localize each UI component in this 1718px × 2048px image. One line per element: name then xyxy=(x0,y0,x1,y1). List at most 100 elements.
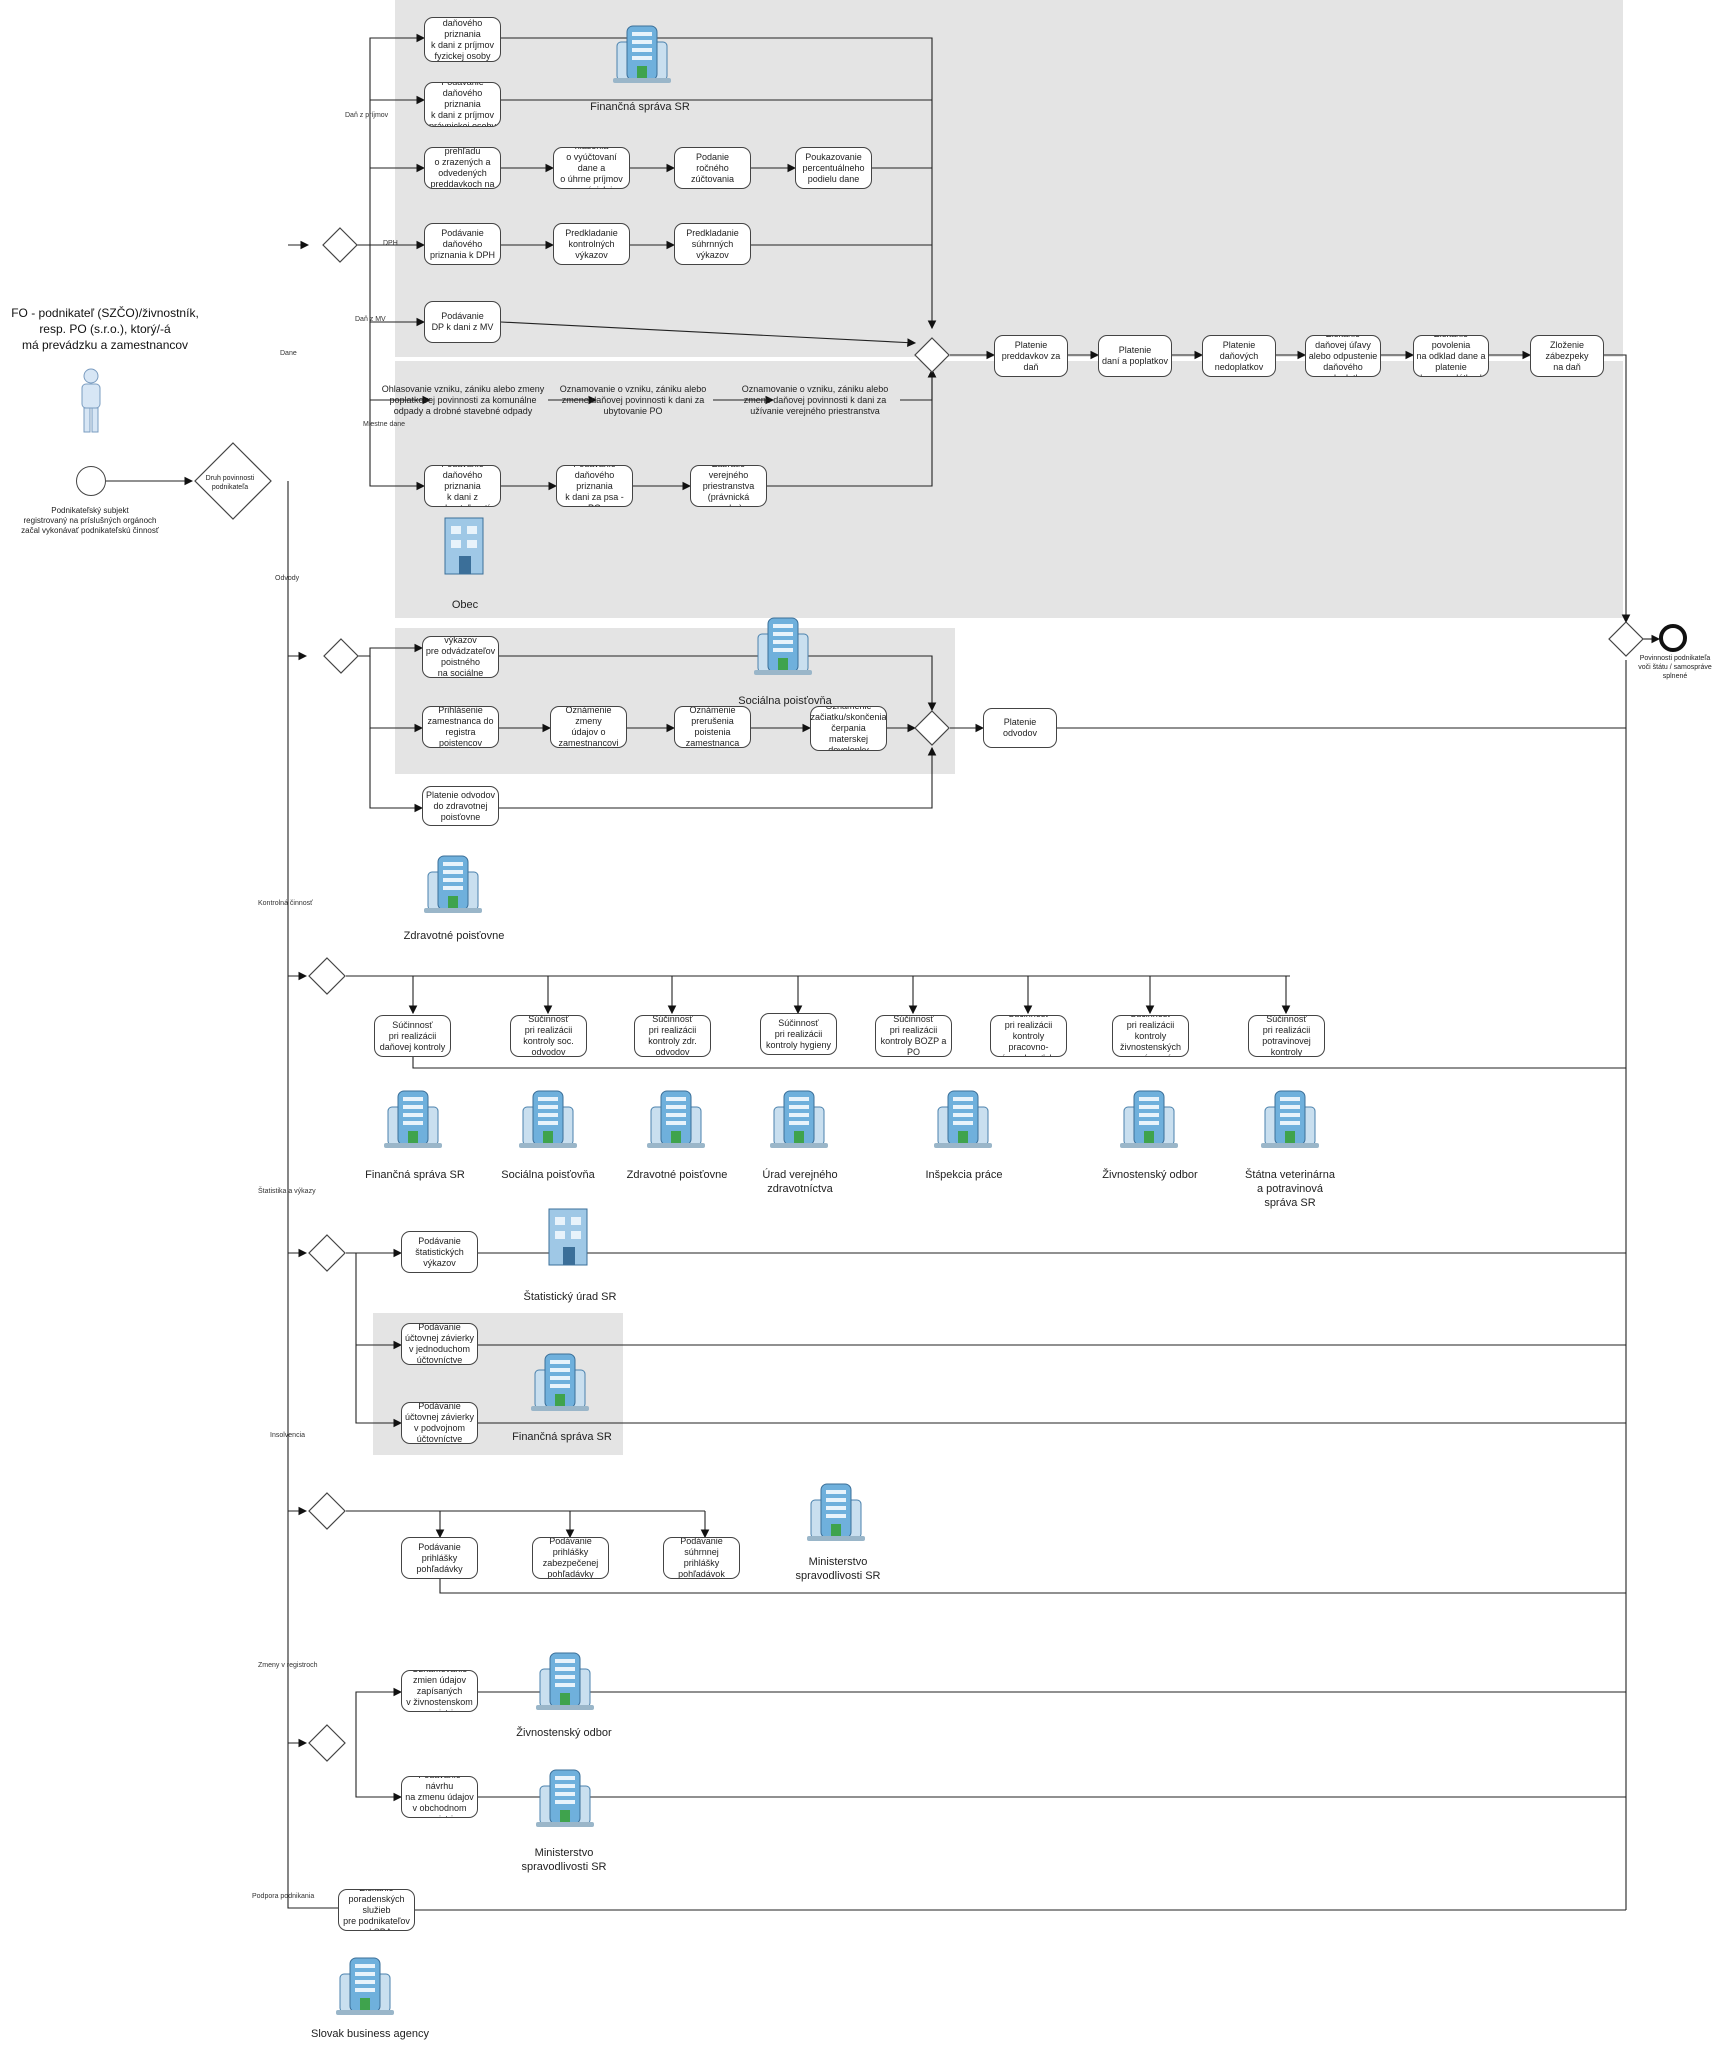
task-sucinnost-bozp[interactable]: Súčinnosť pri realizácii kontroly BOZP a… xyxy=(875,1015,952,1057)
gateway-dane-join[interactable] xyxy=(914,337,950,373)
task-sucinnost-soc-odvody[interactable]: Súčinnosť pri realizácii kontroly soc. o… xyxy=(510,1015,587,1057)
office-building-icon xyxy=(530,1764,600,1834)
task-statisticke-vykazy[interactable]: Podávanie štatistických výkazov xyxy=(401,1231,478,1273)
task-percentualny-podiel[interactable]: Poukazovanie percentuálneho podielu dane xyxy=(795,147,872,189)
office-building-icon xyxy=(607,20,677,90)
task-rocne-zuctovanie[interactable]: Podanie ročného zúčtovania xyxy=(674,147,751,189)
main-gateway-label: Druh povinnosti podnikateľa xyxy=(205,475,255,491)
org-label-ministerstvo-1: Ministerstvo spravodlivosti SR xyxy=(795,1556,881,1582)
gateway-statistika[interactable] xyxy=(308,1234,346,1272)
municipal-building-icon xyxy=(431,512,501,582)
gateway-zmeny[interactable] xyxy=(308,1724,346,1762)
task-dp-po[interactable]: Podávanie daňového priznania k dani z pr… xyxy=(424,82,501,127)
task-zavierka-jednoduche[interactable]: Podávanie účtovnej závierky v jednoducho… xyxy=(401,1323,478,1365)
task-dp-nehnutelnosti[interactable]: Podávanie daňového priznania k dani z ne… xyxy=(424,465,501,507)
sequence-flow xyxy=(412,1057,1626,1069)
task-zivnostensky-register[interactable]: Oznamovanie zmien údajov zapísaných v ži… xyxy=(401,1670,478,1712)
task-prihlaska-pohladavky[interactable]: Podávanie prihlášky pohľadávky xyxy=(401,1537,478,1579)
task-zmena-udajov-zamestnanca[interactable]: Oznámenie zmeny údajov o zamestnancovi xyxy=(550,706,627,748)
task-suhrnne-vykazy[interactable]: Predkladanie súhrnných výkazov xyxy=(674,223,751,265)
org-label-veterinarna-sprava: Štátna veterinárna a potravinová správa … xyxy=(1245,1169,1335,1209)
task-danova-ulava[interactable]: Získanie daňovej úľavy alebo odpustenie … xyxy=(1305,335,1381,377)
org-label-ministerstvo-2: Ministerstvo spravodlivosti SR xyxy=(521,1847,607,1873)
office-building-icon xyxy=(801,1478,871,1548)
sequence-flow xyxy=(369,322,426,491)
task-dp-pes[interactable]: Podávanie daňového priznania k dani za p… xyxy=(556,465,633,507)
gateway-odvody-join[interactable] xyxy=(914,710,950,746)
org-label-zdravotne-2: Zdravotné poisťovne xyxy=(626,1169,728,1181)
main-gateway[interactable] xyxy=(194,442,272,520)
org-label-zivnostensky-2: Živnostenský odbor xyxy=(516,1727,612,1739)
task-zavierka-podvojne[interactable]: Podávanie účtovnej závierky v podvojnom … xyxy=(401,1402,478,1444)
task-dp-mv[interactable]: Podávanie DP k dani z MV xyxy=(424,301,501,343)
gateway-insolvencia[interactable] xyxy=(308,1492,346,1530)
org-label-zivnostensky-1: Živnostenský odbor xyxy=(1102,1169,1198,1181)
branch-label-miestne-dane: Miestne dane xyxy=(363,421,406,428)
task-odvody-zdravotna[interactable]: Platenie odvodov do zdravotnej poisťovne xyxy=(422,786,499,826)
task-dp-fo[interactable]: Podávanie daňového priznania k dani z pr… xyxy=(424,17,501,62)
task-prihlaska-zabezpecena[interactable]: Podávanie prihlášky zabezpečenej pohľadá… xyxy=(532,1537,609,1579)
org-label-financna-sprava-1: Finančná správa SR xyxy=(590,101,690,113)
org-label-socialna-2: Sociálna poisťovňa xyxy=(501,1169,595,1181)
office-building-icon xyxy=(378,1085,448,1155)
task-platenie-nedoplatkov[interactable]: Platenie daňových nedoplatkov xyxy=(1202,335,1276,377)
end-event[interactable] xyxy=(1659,624,1687,652)
task-platenie-preddavkov[interactable]: Platenie preddavkov za daň xyxy=(994,335,1068,377)
task-prehlad-preddavky[interactable]: Podávanie prehľadu o zrazených a odveden… xyxy=(424,147,501,189)
start-event[interactable] xyxy=(76,466,106,496)
task-sucinnost-zdr-odvody[interactable]: Súčinnosť pri realizácii kontroly zdr. o… xyxy=(634,1015,711,1057)
office-building-icon xyxy=(1255,1085,1325,1155)
org-label-financna-sprava-2: Finančná správa SR xyxy=(365,1169,465,1181)
office-building-icon xyxy=(530,1647,600,1717)
task-kontrolne-vykazy[interactable]: Predkladanie kontrolných výkazov xyxy=(553,223,630,265)
task-dan-ubytovanie[interactable]: Oznamovanie o vzniku, zániku alebo zmene… xyxy=(559,383,707,416)
branch-label-dan-z-mv: Daň z MV xyxy=(355,316,386,323)
task-sucinnost-pracovne-vztahy[interactable]: Súčinnosť pri realizácii kontroly pracov… xyxy=(990,1015,1067,1057)
task-platenie-odvodov[interactable]: Platenie odvodov xyxy=(983,708,1057,748)
task-platenie-dani[interactable]: Platenie daní a poplatkov xyxy=(1098,335,1172,377)
branch-label-kontrolna: Kontrolná činnosť xyxy=(258,900,313,907)
task-prihlasenie-zamestnanca[interactable]: Prihlásenie zamestnanca do registra pois… xyxy=(422,706,499,748)
org-label-zdravotne-1: Zdravotné poisťovne xyxy=(403,930,505,942)
task-verejne-priestranstvo[interactable]: Oznamovanie o vzniku, zániku alebo zmene… xyxy=(741,383,889,416)
task-materska-dovolenka[interactable]: Oznámenie začiatku/skončenia čerpania ma… xyxy=(810,706,887,751)
task-sucinnost-danova[interactable]: Súčinnosť pri realizácii daňovej kontrol… xyxy=(374,1015,451,1057)
branch-label-odvody: Odvody xyxy=(275,575,300,582)
task-vykazy-socialne[interactable]: Podávanie výkazov pre odvádzateľov poist… xyxy=(422,636,499,678)
branch-label-podpora: Podpora podnikania xyxy=(252,1893,315,1900)
task-odpady[interactable]: Ohlasovanie vzniku, zániku alebo zmeny p… xyxy=(381,383,545,416)
task-sucinnost-hygiena[interactable]: Súčinnosť pri realizácii kontroly hygien… xyxy=(760,1013,837,1055)
task-zabezpeka[interactable]: Zloženie zábezpeky na daň xyxy=(1530,335,1604,377)
org-label-inspekcia-prace: Inšpekcia práce xyxy=(925,1169,1003,1181)
task-obchodny-register[interactable]: Podávanie návrhu na zmenu údajov v obcho… xyxy=(401,1776,478,1818)
task-hlasenie-vyuctovanie[interactable]: Podávanie hlásenia o vyúčtovaní dane a o… xyxy=(553,147,630,189)
org-label-sba: Slovak business agency xyxy=(310,2028,429,2040)
task-sucinnost-potraviny[interactable]: Súčinnosť pri realizácii potravinovej ko… xyxy=(1248,1015,1325,1057)
start-event-label: Podnikateľský subjekt registrovaný na pr… xyxy=(21,506,159,535)
branch-label-statistika: Štatistika a výkazy xyxy=(258,1188,316,1195)
sequence-flow xyxy=(499,746,937,809)
sequence-flow xyxy=(500,321,917,348)
gateway-odvody[interactable] xyxy=(323,638,359,674)
gateway-dane[interactable] xyxy=(322,227,358,263)
task-dp-dph[interactable]: Podávanie daňového priznania k DPH xyxy=(424,223,501,265)
sequence-flow xyxy=(369,728,424,813)
task-zabratie-priestranstva[interactable]: Zabratie verejného priestranstva (právni… xyxy=(690,465,767,507)
task-odklad-dane[interactable]: Získanie povolenia na odklad dane a plat… xyxy=(1413,335,1489,377)
office-building-icon xyxy=(748,612,818,682)
municipal-building-icon xyxy=(535,1203,605,1273)
sequence-flow xyxy=(287,481,338,1909)
gateway-end-join[interactable] xyxy=(1608,621,1644,657)
actor-title: FO - podnikateľ (SZČO)/živnostník, resp.… xyxy=(11,306,199,352)
task-prerusenie-poistenia[interactable]: Oznámenie prerušenia poistenia zamestnan… xyxy=(674,706,751,748)
gateway-kontrolna[interactable] xyxy=(308,957,346,995)
task-suhrnna-prihlaska[interactable]: Podávanie súhrnnej prihlášky pohľadávok xyxy=(663,1537,740,1579)
branch-label-dane-z-prijmov: Daň z príjmov xyxy=(345,112,389,119)
task-sucinnost-zivnost[interactable]: Súčinnosť pri realizácii kontroly živnos… xyxy=(1112,1015,1189,1057)
task-sba-sluzby[interactable]: Získanie poradenských služieb pre podnik… xyxy=(338,1889,415,1931)
office-building-icon xyxy=(418,850,488,920)
office-building-icon xyxy=(764,1085,834,1155)
sequence-flow xyxy=(355,1253,403,1428)
office-building-icon xyxy=(641,1085,711,1155)
